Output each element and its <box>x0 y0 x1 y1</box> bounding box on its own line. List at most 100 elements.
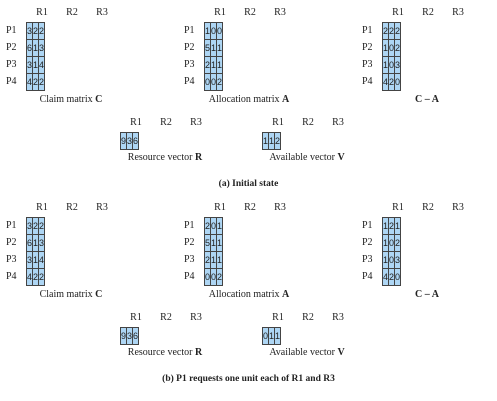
column-header-r3: R3 <box>274 202 286 213</box>
row-label-p1: P1 <box>184 25 195 36</box>
matrix-cell: 1 <box>381 217 390 235</box>
vector-cell: 2 <box>274 132 282 150</box>
matrix-cell: 3 <box>25 56 34 74</box>
matrix-cell: 4 <box>25 268 34 286</box>
matrix-cell: 2 <box>216 268 224 286</box>
row-label-p1: P1 <box>6 220 17 231</box>
caption-symbol: V <box>337 347 345 358</box>
section-caption: (b) P1 requests one unit each of R1 and … <box>162 374 335 384</box>
matrix-cell: 1 <box>32 251 40 269</box>
matrix-cell: 2 <box>394 22 402 40</box>
matrix-cell: 0 <box>388 39 396 57</box>
matrix-cell: 1 <box>381 39 390 57</box>
allocation-caption: Allocation matrix A <box>184 289 314 300</box>
caption-symbol: A <box>282 289 290 300</box>
column-header-r3: R3 <box>190 312 202 323</box>
matrix-cell: 1 <box>381 234 390 252</box>
matrix-cell: 1 <box>216 39 224 57</box>
row-label-p3: P3 <box>6 254 17 265</box>
row-label-p3: P3 <box>362 254 373 265</box>
matrix-cell: 1 <box>381 56 390 74</box>
column-header-r3: R3 <box>332 117 344 128</box>
matrix-cell: 2 <box>216 73 224 91</box>
available-caption: Available vector V <box>242 152 372 163</box>
row-label-p4: P4 <box>6 76 17 87</box>
vector-cell: 9 <box>119 132 128 150</box>
column-header-r2: R2 <box>160 117 172 128</box>
matrix-cell: 4 <box>38 251 46 269</box>
caption-label: Claim matrix <box>39 289 96 300</box>
matrix-cell: 1 <box>216 217 224 235</box>
matrix-cell: 2 <box>38 268 46 286</box>
column-header-r2: R2 <box>422 7 434 18</box>
matrix-cell: 2 <box>394 39 402 57</box>
matrix-cell: 3 <box>394 56 402 74</box>
matrix-cell: 1 <box>210 56 218 74</box>
row-label-p3: P3 <box>362 59 373 70</box>
matrix-cell: 0 <box>203 73 212 91</box>
column-header-r1: R1 <box>392 202 404 213</box>
caption-symbol: A <box>282 94 290 105</box>
matrix-cell: 0 <box>216 22 224 40</box>
column-header-r2: R2 <box>302 117 314 128</box>
matrix-cell: 3 <box>38 234 46 252</box>
row-label-p4: P4 <box>184 76 195 87</box>
matrix-cell: 4 <box>381 268 390 286</box>
matrix-cell: 3 <box>25 217 34 235</box>
row-label-p3: P3 <box>184 254 195 265</box>
matrix-cell: 2 <box>38 217 46 235</box>
matrix-cell: 0 <box>210 73 218 91</box>
matrix-cell: 4 <box>381 73 390 91</box>
row-label-p4: P4 <box>362 271 373 282</box>
matrix-cell: 2 <box>32 217 40 235</box>
caption-symbol: V <box>337 152 345 163</box>
caption-label: Resource vector <box>127 347 195 358</box>
matrix-cell: 0 <box>394 73 402 91</box>
row-label-p2: P2 <box>184 237 195 248</box>
matrix-cell: 1 <box>210 234 218 252</box>
column-header-r2: R2 <box>422 202 434 213</box>
matrix-cell: 3 <box>25 251 34 269</box>
row-label-p4: P4 <box>184 271 195 282</box>
matrix-cell: 3 <box>394 251 402 269</box>
matrix-cell: 3 <box>38 39 46 57</box>
vector-cell: 1 <box>268 132 276 150</box>
resource-caption: Resource vector R <box>100 347 230 358</box>
matrix-cell: 4 <box>38 56 46 74</box>
matrix-cell: 0 <box>210 268 218 286</box>
matrix-cell: 2 <box>203 56 212 74</box>
matrix-cell: 1 <box>381 251 390 269</box>
matrix-cell: 0 <box>394 268 402 286</box>
matrix-cell: 2 <box>32 73 40 91</box>
matrix-cell: 2 <box>388 22 396 40</box>
column-header-r2: R2 <box>66 7 78 18</box>
matrix-cell: 0 <box>210 217 218 235</box>
column-header-r2: R2 <box>244 7 256 18</box>
